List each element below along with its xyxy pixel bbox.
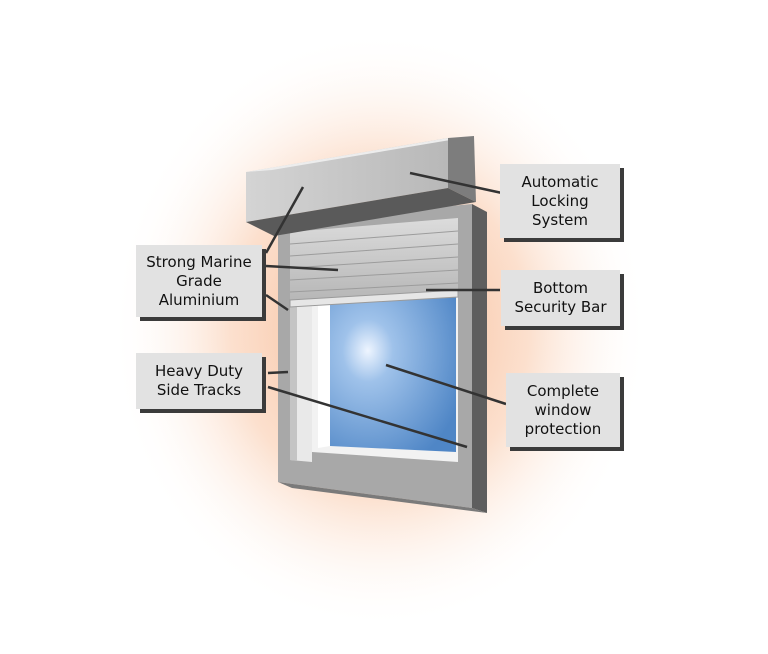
leader-protection — [385, 363, 507, 406]
leader-tracks-top — [267, 370, 289, 375]
leader-tracks-bottom — [267, 385, 468, 449]
side-track-left — [290, 298, 312, 462]
callout-security-text: Bottom Security Bar — [514, 279, 607, 316]
callout-tracks-text: Heavy Duty Side Tracks — [154, 362, 244, 399]
leader-aluminium-slat — [265, 264, 339, 272]
bottom-bar — [289, 289, 459, 308]
leader-aluminium-box — [264, 186, 305, 254]
callout-security: Bottom Security Bar — [501, 270, 620, 326]
callout-locking-text: Automatic Locking System — [521, 172, 599, 229]
callout-protection: Complete window protection — [506, 373, 620, 447]
callout-aluminium: Strong Marine Grade Aluminium — [136, 245, 262, 317]
callout-protection-text: Complete window protection — [524, 381, 602, 438]
leader-aluminium-track — [265, 293, 289, 312]
leader-lines — [264, 171, 507, 449]
callout-tracks: Heavy Duty Side Tracks — [136, 353, 262, 409]
shutter-curtain — [289, 218, 459, 304]
callout-locking: Automatic Locking System — [500, 164, 620, 238]
leader-locking — [409, 171, 503, 195]
callout-aluminium-text: Strong Marine Grade Aluminium — [146, 252, 252, 309]
window-glass — [312, 292, 458, 462]
